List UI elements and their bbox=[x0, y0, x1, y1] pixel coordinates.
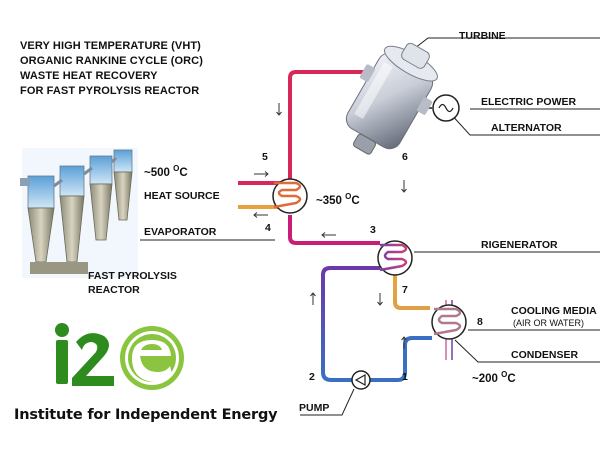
evaporator-temperature: ~350 OC bbox=[316, 192, 360, 207]
alternator-label: ALTERNATOR bbox=[491, 122, 562, 134]
turbine-label: TURBINE bbox=[459, 30, 506, 42]
condenser-label: CONDENSER bbox=[511, 349, 579, 361]
state-point-3: 3 bbox=[370, 224, 376, 236]
pipe-condenser-to-pump bbox=[370, 336, 432, 382]
electric-power-label: ELECTRIC POWER bbox=[481, 96, 577, 108]
pump-label: PUMP bbox=[299, 402, 330, 414]
state-point-5: 5 bbox=[262, 151, 268, 163]
condenser-hx bbox=[431, 304, 467, 340]
source-temperature: ~500 OC bbox=[144, 164, 188, 179]
pipe-evaporator-to-turbine bbox=[288, 70, 365, 183]
title-line-3: WASTE HEAT RECOVERY bbox=[20, 70, 158, 82]
pipe-pump-to-regenerator bbox=[321, 266, 380, 382]
title-line-1: VERY HIGH TEMPERATURE (VHT) bbox=[20, 40, 201, 52]
regenerator-hx bbox=[377, 240, 413, 276]
state-point-6: 6 bbox=[402, 151, 408, 163]
reactor-label-line-2: REACTOR bbox=[88, 284, 140, 296]
alternator-symbol bbox=[420, 94, 460, 122]
pump-symbol bbox=[351, 370, 371, 390]
evaporator-label: EVAPORATOR bbox=[144, 226, 217, 238]
rigenerator-label: RIGENERATOR bbox=[481, 239, 558, 251]
leader-lines bbox=[140, 37, 600, 416]
state-point-2: 2 bbox=[309, 371, 315, 383]
state-point-1: 1 bbox=[402, 371, 408, 383]
turbine-image bbox=[345, 42, 438, 155]
institute-name: Institute for Independent Energy bbox=[14, 407, 278, 423]
pyrolysis-reactor-image bbox=[20, 148, 138, 278]
heat-source-label: HEAT SOURCE bbox=[144, 190, 220, 202]
pipe-regenerator-to-evaporator bbox=[288, 215, 380, 245]
evaporator-hx bbox=[272, 178, 308, 214]
condenser-temperature: ~200 OC bbox=[472, 370, 516, 385]
pipe-regenerator-to-condenser bbox=[393, 275, 430, 310]
state-point-7: 7 bbox=[402, 284, 408, 296]
flow-arrows bbox=[253, 103, 407, 349]
reactor-label-line-1: FAST PYROLYSIS bbox=[88, 270, 177, 282]
cooling-media-note: (AIR OR WATER) bbox=[513, 318, 584, 328]
i2e-logo bbox=[55, 323, 184, 390]
title-line-4: FOR FAST PYROLYSIS REACTOR bbox=[20, 85, 200, 97]
cooling-media-label: COOLING MEDIA bbox=[511, 305, 597, 317]
state-point-8: 8 bbox=[477, 316, 483, 328]
title-line-2: ORGANIC RANKINE CYCLE (ORC) bbox=[20, 55, 203, 67]
state-point-4: 4 bbox=[265, 222, 271, 234]
